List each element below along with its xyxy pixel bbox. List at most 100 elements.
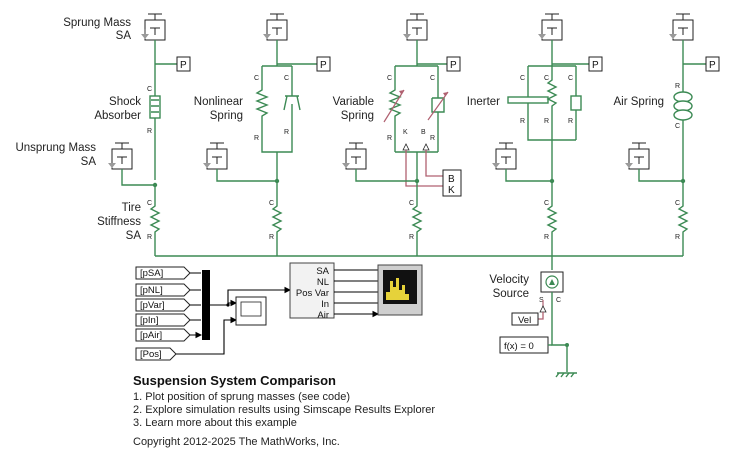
air-spring-block[interactable]: [673, 91, 693, 181]
unsprung-mass-sensor[interactable]: [108, 142, 133, 170]
bk-input-block[interactable]: B K: [442, 169, 462, 197]
svg-text:C: C: [254, 75, 259, 82]
svg-text:R: R: [147, 128, 152, 135]
svg-text:K: K: [448, 185, 455, 196]
svg-text:NL: NL: [317, 277, 329, 288]
column-nonlinear-spring: P C R C R C R: [203, 13, 331, 246]
svg-text:R: R: [147, 234, 152, 241]
svg-text:C: C: [430, 75, 435, 82]
label-tire-3: SA: [126, 230, 142, 242]
sprung-mass-sensor-3[interactable]: [403, 13, 428, 41]
svg-text:C: C: [147, 86, 152, 93]
label-tire-2: Stiffness: [97, 216, 141, 228]
sprung-mass-sensor-2[interactable]: [263, 13, 288, 41]
results-bus-block[interactable]: SA NL Pos Var In Air: [289, 262, 335, 321]
label-nonlinear-2: Spring: [210, 110, 243, 122]
shock-absorber-block[interactable]: [149, 95, 161, 119]
svg-text:SA: SA: [316, 266, 329, 277]
unsprung-mass-sensor-4[interactable]: [492, 142, 517, 170]
tire-stiffness-spring-3[interactable]: [411, 181, 423, 246]
solver-configuration-block[interactable]: f(x) = 0: [499, 336, 549, 354]
svg-text:R: R: [254, 135, 259, 142]
label-velocity-2: Source: [493, 288, 529, 300]
velocity-source-block[interactable]: [540, 271, 564, 293]
position-port-2[interactable]: P: [316, 56, 331, 72]
from-tag-psa[interactable]: [pSA]: [135, 266, 191, 280]
svg-text:C: C: [409, 200, 414, 207]
model-title: Suspension System Comparison: [133, 373, 336, 388]
tire-stiffness-spring-2[interactable]: [271, 181, 283, 246]
sprung-mass-sensor-5[interactable]: [669, 13, 694, 41]
mux-block[interactable]: [202, 270, 210, 340]
svg-text:R: R: [430, 135, 435, 142]
label-sprung-mass-2: SA: [116, 30, 132, 42]
label-variable-2: Spring: [341, 110, 374, 122]
svg-text:f(x) = 0: f(x) = 0: [504, 341, 534, 352]
ground-rail: [154, 246, 684, 270]
svg-text:P: P: [450, 60, 457, 71]
position-port-3[interactable]: P: [446, 56, 461, 72]
svg-text:C: C: [556, 297, 561, 304]
svg-text:P: P: [592, 60, 599, 71]
vel-from-tag[interactable]: Vel: [511, 312, 539, 326]
svg-text:R: R: [544, 118, 549, 125]
svg-text:[pIn]: [pIn]: [140, 315, 159, 326]
variable-spring-block[interactable]: [383, 80, 449, 153]
svg-text:R: R: [568, 118, 573, 125]
unsprung-mass-sensor-3[interactable]: [342, 142, 367, 170]
model-info-panel: Suspension System Comparison 1. Plot pos…: [133, 373, 553, 448]
label-tire-1: Tire: [122, 202, 141, 214]
unsprung-mass-sensor-5[interactable]: [625, 142, 650, 170]
sprung-mass-scope-block[interactable]: [377, 264, 423, 316]
ground-icon: [555, 372, 577, 378]
svg-text:R: R: [387, 135, 392, 142]
tire-stiffness-spring-5[interactable]: [677, 181, 689, 246]
position-port-5[interactable]: P: [705, 56, 720, 72]
svg-text:C: C: [520, 75, 525, 82]
from-tag-pnl[interactable]: [pNL]: [135, 283, 191, 297]
sprung-mass-sensor-4[interactable]: [538, 13, 563, 41]
label-variable-1: Variable: [333, 96, 374, 108]
svg-text:S: S: [539, 297, 544, 304]
from-tag-pair[interactable]: [pAir]: [135, 328, 191, 342]
nonlinear-spring-block[interactable]: [255, 80, 301, 153]
inerter-block[interactable]: [507, 66, 582, 141]
svg-text:R: R: [544, 234, 549, 241]
svg-text:C: C: [568, 75, 573, 82]
svg-text:Air: Air: [317, 310, 329, 321]
label-velocity-1: Velocity: [489, 274, 529, 286]
svg-text:R: R: [409, 234, 414, 241]
unsprung-mass-sensor-2[interactable]: [203, 142, 228, 170]
tire-stiffness-spring-1[interactable]: [149, 185, 161, 246]
step-explore-link[interactable]: 2. Explore simulation results using Sims…: [133, 404, 436, 416]
position-port-4[interactable]: P: [588, 56, 603, 72]
tire-stiffness-spring-4[interactable]: [546, 181, 558, 246]
svg-text:R: R: [675, 234, 680, 241]
svg-text:C: C: [675, 123, 680, 130]
svg-text:B: B: [448, 174, 455, 185]
small-scope-block[interactable]: [235, 296, 267, 326]
svg-text:C: C: [387, 75, 392, 82]
svg-text:In: In: [321, 299, 329, 310]
svg-text:[pAir]: [pAir]: [140, 330, 162, 341]
sprung-mass-sensor-1[interactable]: [141, 13, 166, 41]
from-tag-pvar[interactable]: [pVar]: [135, 298, 191, 312]
svg-text:C: C: [544, 200, 549, 207]
svg-text:C: C: [269, 200, 274, 207]
from-tag-pos[interactable]: [Pos]: [135, 347, 177, 361]
svg-text:P: P: [709, 60, 716, 71]
label-inerter: Inerter: [467, 96, 500, 108]
svg-text:Pos Var: Pos Var: [296, 288, 329, 299]
label-unsprung-2: SA: [81, 156, 97, 168]
svg-text:K: K: [403, 129, 408, 136]
svg-text:[pVar]: [pVar]: [140, 300, 165, 311]
step-learn-link[interactable]: 3. Learn more about this example: [133, 417, 297, 429]
step-plot-link[interactable]: 1. Plot position of sprung masses (see c…: [133, 391, 351, 403]
label-nonlinear-1: Nonlinear: [194, 96, 243, 108]
label-sprung-mass-1: Sprung Mass: [63, 17, 131, 29]
svg-text:P: P: [320, 60, 327, 71]
from-tag-pin[interactable]: [pIn]: [135, 313, 191, 327]
column-variable-spring: P C R C R K B B K: [342, 13, 462, 246]
column-shock-absorber: P C R C R: [108, 13, 191, 246]
position-port-1[interactable]: P: [176, 56, 191, 72]
